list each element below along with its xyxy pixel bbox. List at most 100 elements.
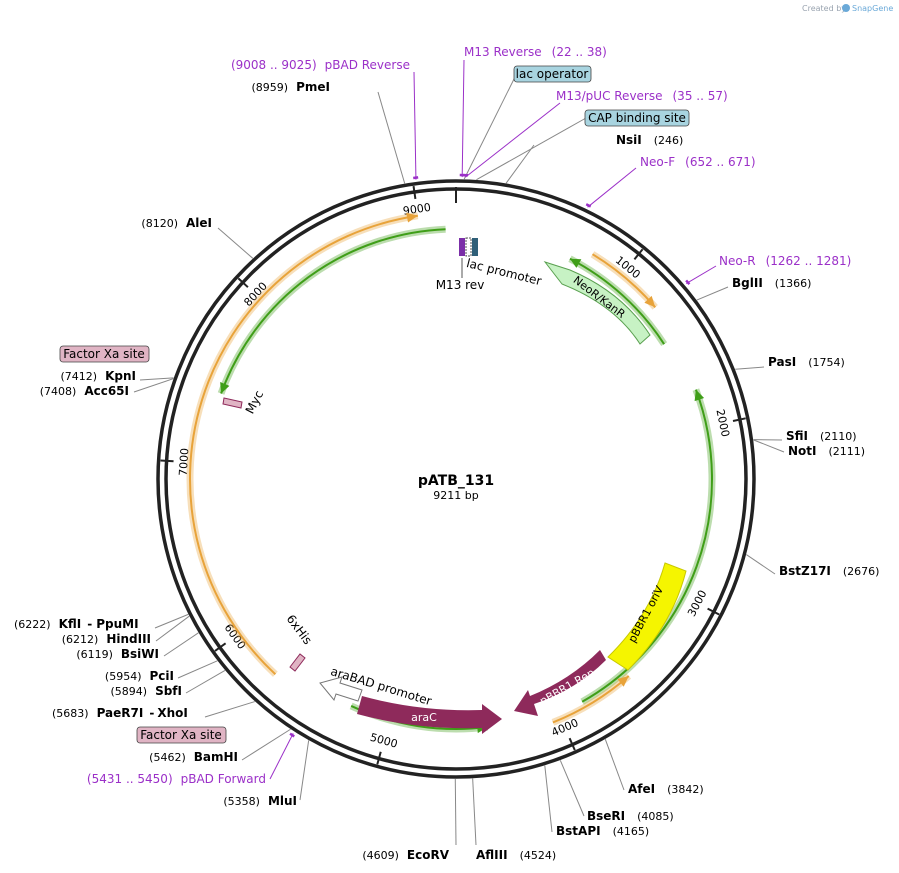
site-bstapi[interactable]: BstAPI(4165) [556,824,649,838]
site-kfli[interactable]: (6222)KflI-PpuMI [14,617,139,631]
leader-line [217,227,254,259]
arac-feature[interactable]: araC [357,696,502,734]
orf-orange-neo-arrowhead [644,295,656,308]
primer-m13-reverse[interactable]: M13 Reverse(22 .. 38) [464,45,607,59]
myc-feature[interactable]: Myc [222,388,266,416]
tick-mark [214,642,227,652]
site-pmei[interactable]: (8959)PmeI [252,80,330,94]
leader-line [177,660,218,679]
tick-mark [732,417,746,422]
primer-name: M13/pUC Reverse [556,89,663,103]
leader-line [204,701,255,718]
primer-name: pBAD Forward [181,772,266,786]
leader-line [544,765,553,833]
site-bamhi[interactable]: (5462)BamHI [149,750,238,764]
leader-line [476,117,587,181]
his-label: 6xHis [284,612,315,647]
primer-name: Neo-F [640,155,675,169]
cap-binding-site-box[interactable]: CAP binding site [588,111,686,125]
site-pcii[interactable]: (5954)PciI [105,669,174,683]
leader-line [753,439,785,453]
primer-range: (5431 .. 5450) [87,772,173,786]
site-pasi[interactable]: PasI(1754) [768,355,845,369]
his-feature[interactable]: 6xHis [284,612,315,672]
primer-range: (652 .. 671) [685,155,755,169]
leader-line [505,144,535,184]
site-paer7i[interactable]: (5683)PaeR7I-XhoI [52,706,188,720]
site-alei[interactable]: (8120)AleI [141,216,212,230]
orf-green-left[interactable] [220,228,446,394]
leader-line [377,91,406,184]
restriction-sites: (8959)PmeI NsiI(246) (8120)AleI BglII(13… [14,80,879,862]
myc-label: Myc [243,388,266,416]
primer-neo-f[interactable]: Neo-F (652 .. 671) [640,155,756,169]
site-bseri[interactable]: BseRI(4085) [587,809,674,823]
primer-labels: (9008 .. 9025)pBAD Reverse M13 Reverse(2… [87,45,851,786]
snapgene-brand: SnapGene [852,4,893,13]
site-hindiii[interactable]: (6212)HindIII [62,632,151,646]
plasmid-name: pATB_131 [418,473,494,489]
site-bsiwi[interactable]: (6119)BsiWI [76,647,159,661]
leader-line [696,286,729,301]
backbone-outer-ring [156,179,756,779]
lac-operator-box[interactable]: lac operator [516,67,589,81]
site-sbfi[interactable]: (5894)SbfI [111,684,183,698]
leader-line [463,74,517,180]
primer-name: pBAD Reverse [325,58,410,72]
primer-leader [587,167,637,208]
primer-range: (35 .. 57) [673,89,728,103]
primer-m13-puc-reverse[interactable]: M13/pUC Reverse (35 .. 57) [556,89,728,103]
leader-line [559,760,585,817]
leader-line [299,740,310,801]
site-mlui[interactable]: (5358)MluI [223,794,297,808]
primer-leader [465,102,561,178]
leader-line [472,778,477,846]
site-bglii[interactable]: BglII(1366) [732,276,811,290]
orf-green-neo[interactable] [569,257,665,345]
site-acc65i[interactable]: (7408)Acc65I [40,384,129,398]
site-afliii[interactable]: AflIII(4524) [476,848,556,862]
leader-line [133,378,174,393]
orf-green-neo-arrowhead [569,258,582,268]
leader-line [154,613,189,629]
snapgene-logo-icon [842,4,850,12]
leader-line [139,377,174,381]
orf-green-left-arrowhead [220,382,230,394]
site-nsii[interactable]: NsiI(246) [616,133,683,147]
plasmid-length: 9211 bp [433,489,478,502]
orf-green-left-halo [217,225,446,395]
primer-range: (22 .. 38) [552,45,607,59]
site-bstz17i[interactable]: BstZ17I(2676) [779,564,879,578]
leader-line [163,632,199,657]
orf-large-orange[interactable] [189,214,418,675]
factor-xa-site-1[interactable]: Factor Xa site [63,347,145,361]
snapgene-credit: Created by SnapGene [802,4,893,13]
primer-mark [289,732,295,738]
primer-leader [413,71,417,180]
leader-line [604,739,625,791]
lac-promoter-feature[interactable]: lac promoter M13 rev [436,237,543,292]
primer-pbad-forward[interactable]: (5431 .. 5450) pBAD Forward [87,772,266,786]
orf-green-right[interactable] [581,389,713,703]
tick-label: 7000 [177,448,192,477]
site-ecorv[interactable]: (4609)EcoRV [362,848,449,862]
tick-mark [376,751,382,765]
site-sfii[interactable]: SfiI(2110) [786,429,857,443]
primer-neo-r[interactable]: Neo-R (1262 .. 1281) [719,254,851,268]
site-noti[interactable]: NotI(2111) [788,444,865,458]
site-kpni[interactable]: (7412)KpnI [61,369,136,383]
primer-pbad-reverse[interactable]: (9008 .. 9025)pBAD Reverse [231,58,410,72]
primer-range: (1262 .. 1281) [766,254,852,268]
tick-mark [412,185,417,200]
leader-line [746,554,776,575]
leader-line [735,366,765,370]
leader-line [454,778,457,846]
site-afei[interactable]: AfeI(3842) [628,782,704,796]
leader-line [155,615,190,642]
primer-mark [585,203,592,208]
primer-mark [413,176,419,180]
tick-mark [707,607,720,616]
primer-mark [685,279,691,285]
primer-name: Neo-R [719,254,756,268]
factor-xa-site-2[interactable]: Factor Xa site [140,728,222,742]
